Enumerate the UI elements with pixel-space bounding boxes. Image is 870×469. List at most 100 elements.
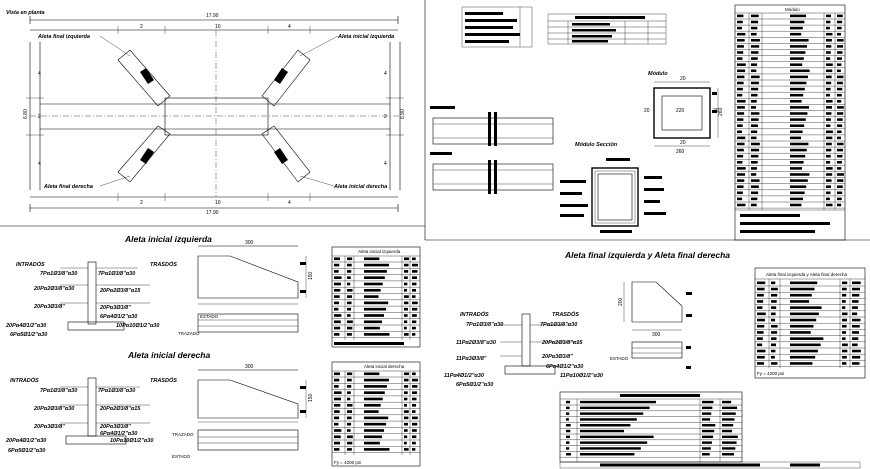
table-cell-text	[751, 45, 760, 48]
table-cell-text	[757, 287, 765, 291]
wing-f-table-title: Aleta final izquierda y Aleta final dere…	[766, 272, 848, 277]
wing-ii-bar-r2: 20Pα2Ø3/8"α15	[99, 288, 141, 294]
small-table-2	[547, 13, 667, 45]
table-cell-text	[842, 306, 846, 309]
table-cell-text	[771, 331, 778, 334]
table-cell-text	[837, 124, 843, 127]
wing-id-table-title: Aleta inicial derecha	[364, 364, 405, 369]
table-cell-text	[751, 75, 760, 79]
wing-f-bar-l5: 6Pα5Ø1/2"α30	[456, 382, 493, 388]
table-cell-text	[702, 400, 714, 404]
table-cell-text	[751, 161, 758, 164]
table-cell-text	[347, 435, 353, 439]
table-cell-text	[702, 435, 714, 439]
wing-ii-bar-l1: 7Pα1Ø3/8"α30	[40, 271, 77, 277]
table-cell-text	[751, 191, 759, 195]
table-cell-text	[347, 416, 352, 420]
table-cell-text	[837, 93, 842, 97]
table-cell-text	[404, 416, 409, 420]
table-cell-text	[826, 57, 831, 60]
table-cell-text	[790, 118, 806, 121]
table-cell-text	[757, 362, 765, 365]
table-cell-text	[826, 106, 833, 109]
table-cell-text	[790, 300, 810, 303]
table-cell-text	[412, 416, 418, 420]
table-cell-text	[737, 57, 743, 60]
wing-ii-bar-l3: 20Pα3Ø3/8"	[33, 304, 65, 310]
table-cell-text	[412, 288, 417, 292]
table-cell-text	[751, 69, 757, 73]
table-cell-text	[826, 154, 831, 158]
table-cell-text	[702, 429, 715, 433]
table-cell-text	[842, 281, 848, 285]
table-cell-text	[737, 45, 744, 48]
table-cell-text	[404, 276, 408, 280]
table-cell-text	[790, 281, 818, 285]
table-cell-text	[334, 326, 341, 330]
wing-f-bar-r3: 20Pα3Ø3/8"	[541, 354, 573, 360]
plan-label-br: Aleta inicial derecha	[333, 184, 387, 190]
table-cell-text	[790, 287, 815, 291]
wing-ii-estado: ESTADO	[200, 314, 219, 319]
table-cell-text	[852, 306, 858, 309]
table-cell-text	[347, 441, 353, 445]
plan-left-seg-2: 2	[38, 114, 41, 120]
table-cell-text	[737, 179, 745, 182]
table-cell-text	[790, 39, 809, 42]
table-cell-text	[334, 333, 340, 336]
plan-wing-tr	[261, 49, 311, 107]
table-cell-text	[580, 453, 635, 456]
table-cell-text	[837, 32, 842, 36]
table-cell-text	[404, 422, 408, 426]
table-cell-text	[826, 203, 833, 207]
module-title: Módulo	[648, 71, 668, 77]
table-cell-text	[842, 312, 848, 316]
table-cell-text	[412, 276, 417, 280]
table-cell-text	[412, 397, 417, 401]
table-cell-text	[790, 293, 812, 297]
plan-label-tr: Aleta inicial izquierda	[337, 34, 394, 40]
table-cell-text	[751, 81, 759, 85]
table-cell-text	[404, 326, 407, 330]
table-cell-text	[334, 385, 339, 388]
table-cell-text	[737, 154, 744, 158]
table-cell-text	[334, 314, 342, 317]
table-cell-text	[837, 203, 842, 207]
module-dim-left: 20	[644, 108, 650, 114]
table-cell-text	[790, 69, 810, 73]
table-cell-text	[757, 331, 764, 334]
table-cell-text	[826, 20, 831, 24]
module-dim-inner: 220	[676, 108, 685, 114]
wing-id-bar-r1: 7Pα1Ø3/8"α30	[98, 388, 135, 394]
table-cell-text	[852, 287, 861, 291]
table-cell-text	[837, 20, 843, 24]
table-cell-text	[702, 418, 711, 421]
table-cell-text	[790, 142, 809, 146]
wing-id-bar-r2: 20Pα2Ø3/8"α15	[99, 406, 141, 412]
table-cell-text	[364, 276, 385, 280]
plan-title: Vista en planta	[6, 10, 45, 16]
table-cell-text	[404, 288, 407, 292]
table-cell-text	[790, 32, 802, 36]
table-cell-text	[826, 63, 833, 66]
table-cell-text	[790, 173, 810, 176]
table-cell-text	[842, 349, 848, 353]
table-cell-text	[842, 355, 847, 359]
plan-wing-bl	[117, 125, 171, 183]
table-cell-text	[722, 429, 732, 433]
table-cell-text	[751, 148, 760, 152]
table-cell-text	[842, 337, 846, 340]
table-cell-text	[826, 69, 833, 73]
table-cell-text	[852, 331, 860, 334]
table-cell-text	[347, 307, 352, 311]
table-cell-text	[790, 167, 802, 170]
table-cell-text	[347, 422, 352, 426]
plan-top-seg-1: 2	[140, 24, 143, 30]
table-cell-text	[566, 429, 571, 433]
table-cell-text	[852, 312, 858, 316]
table-cell-text	[751, 14, 759, 18]
table-cell-text	[412, 385, 418, 388]
plan-right-total: 6.90	[400, 109, 406, 119]
table-cell-text	[347, 385, 352, 388]
table-cell-text	[842, 331, 847, 334]
